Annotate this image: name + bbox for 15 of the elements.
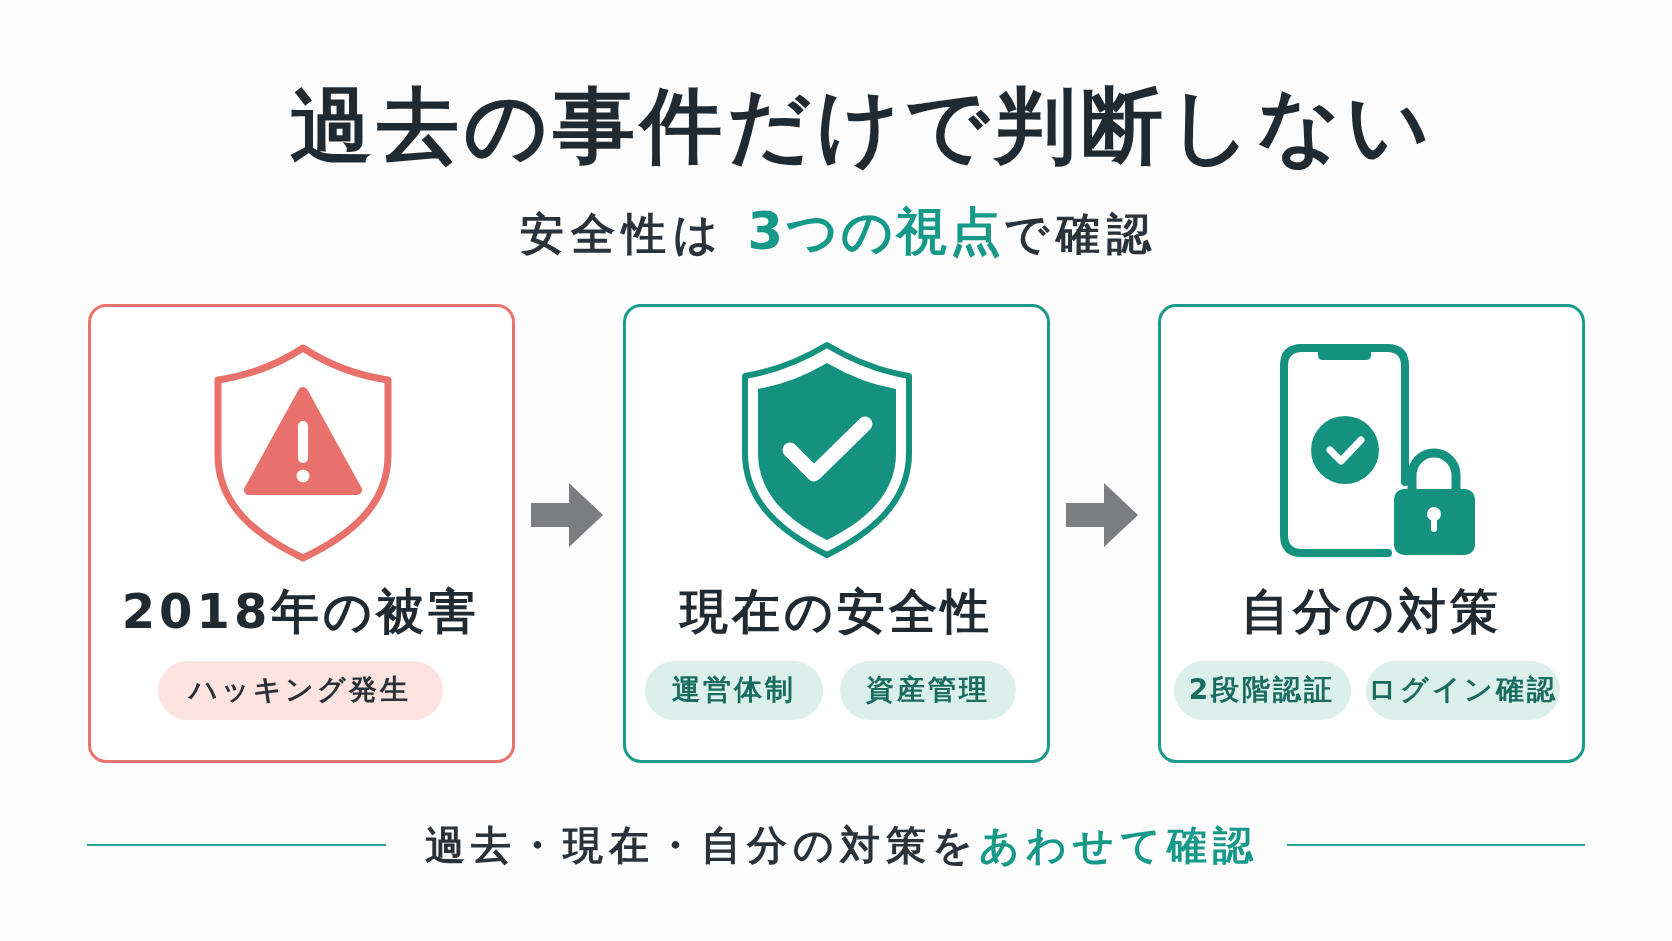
step-card [1158, 304, 1585, 763]
arrow [531, 483, 603, 547]
tag-pill: 資産管理 [839, 660, 1016, 720]
card-title: 2018年の被害 [121, 587, 481, 635]
arrow [1066, 483, 1138, 547]
summary-text: 過去・現在・自分の対策をあわせて確認 [425, 825, 1259, 865]
step-card [623, 304, 1050, 763]
tag-pill: 2段階認証 [1173, 660, 1351, 720]
tag-pill: ハッキング発生 [157, 660, 443, 720]
card-title: 自分の対策 [1240, 587, 1502, 635]
card-title: 現在の安全性 [679, 587, 993, 635]
tag-pill: 運営体制 [644, 660, 823, 720]
step-card [88, 304, 515, 763]
subtitle: 安全性は 3つの視点で確認 [520, 205, 1158, 257]
tag-pill: ログイン確認 [1365, 660, 1560, 720]
